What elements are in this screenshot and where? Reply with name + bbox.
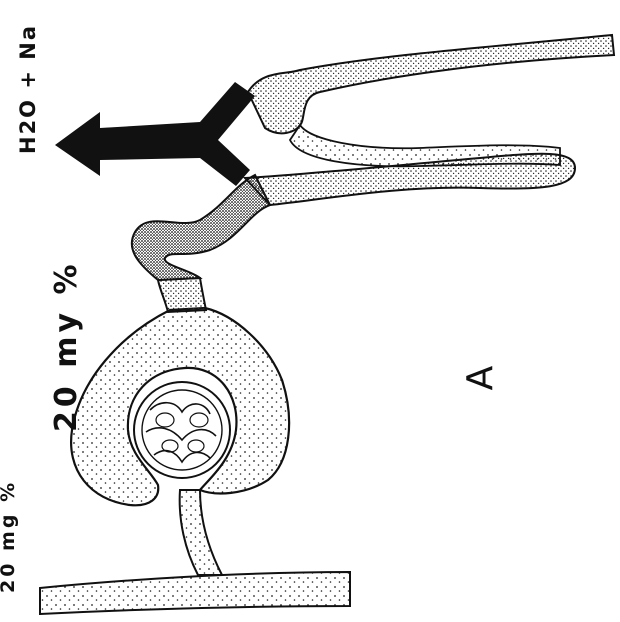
bottom-vessel (40, 572, 350, 614)
output-arrow (55, 82, 255, 186)
glomerulus (134, 382, 230, 478)
proximal-tubule (132, 175, 270, 280)
concentration-mid-label: 20 my % (49, 252, 83, 432)
distal-tubule (248, 35, 614, 133)
afferent-stem (180, 490, 222, 575)
product-label: H2O + Na (16, 44, 42, 154)
connecting-loop (290, 125, 560, 166)
panel-label: A (460, 358, 500, 398)
capsule-neck (158, 278, 206, 312)
concentration-low-label: 20 mg % (0, 433, 23, 593)
